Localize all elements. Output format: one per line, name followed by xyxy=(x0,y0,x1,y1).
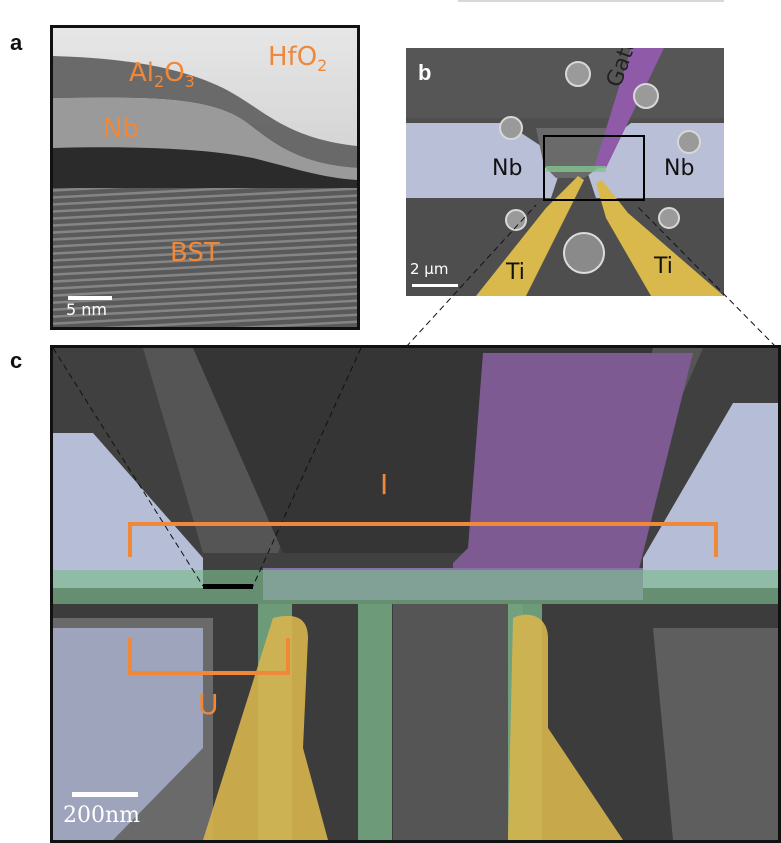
label-nb-right: Nb xyxy=(664,156,695,181)
label-nb: Nb xyxy=(103,114,139,144)
zoom-box xyxy=(543,135,645,201)
panel-b-scalebar xyxy=(412,284,458,287)
panel-a-scalebar xyxy=(68,296,112,300)
panel-a-tem-image: HfO2 Al2O3 Nb BST 5 nm xyxy=(50,25,360,330)
panel-b-scalebar-label: 2 μm xyxy=(410,260,449,278)
tem-location-marker xyxy=(203,584,253,589)
bracket-u xyxy=(128,638,290,675)
label-bst: BST xyxy=(170,238,220,268)
panel-letter-c: c xyxy=(10,348,23,373)
tem-image-graphic xyxy=(53,28,357,327)
label-ti-left: Ti xyxy=(506,260,525,285)
label-i: I xyxy=(380,468,389,501)
label-al2o3: Al2O3 xyxy=(129,58,195,92)
panel-c-scalebar-label: 200nm xyxy=(63,803,141,828)
label-hfo2: HfO2 xyxy=(268,42,328,76)
label-nb-left: Nb xyxy=(492,156,523,181)
top-divider xyxy=(458,0,724,2)
sem-detail-graphic xyxy=(53,348,778,840)
label-ti-right: Ti xyxy=(654,254,673,279)
panel-b-sem-image: b Gate Nb Nb Ti Ti 2 μm xyxy=(406,48,724,296)
panel-a-scalebar-label: 5 nm xyxy=(66,300,107,319)
label-u: U xyxy=(198,688,219,721)
bracket-i xyxy=(128,522,718,557)
panel-letter-b: b xyxy=(418,60,432,85)
panel-letter-a: a xyxy=(10,30,23,55)
panel-c-sem-image: I U 200nm xyxy=(50,345,781,843)
panel-c-scalebar xyxy=(72,792,138,797)
